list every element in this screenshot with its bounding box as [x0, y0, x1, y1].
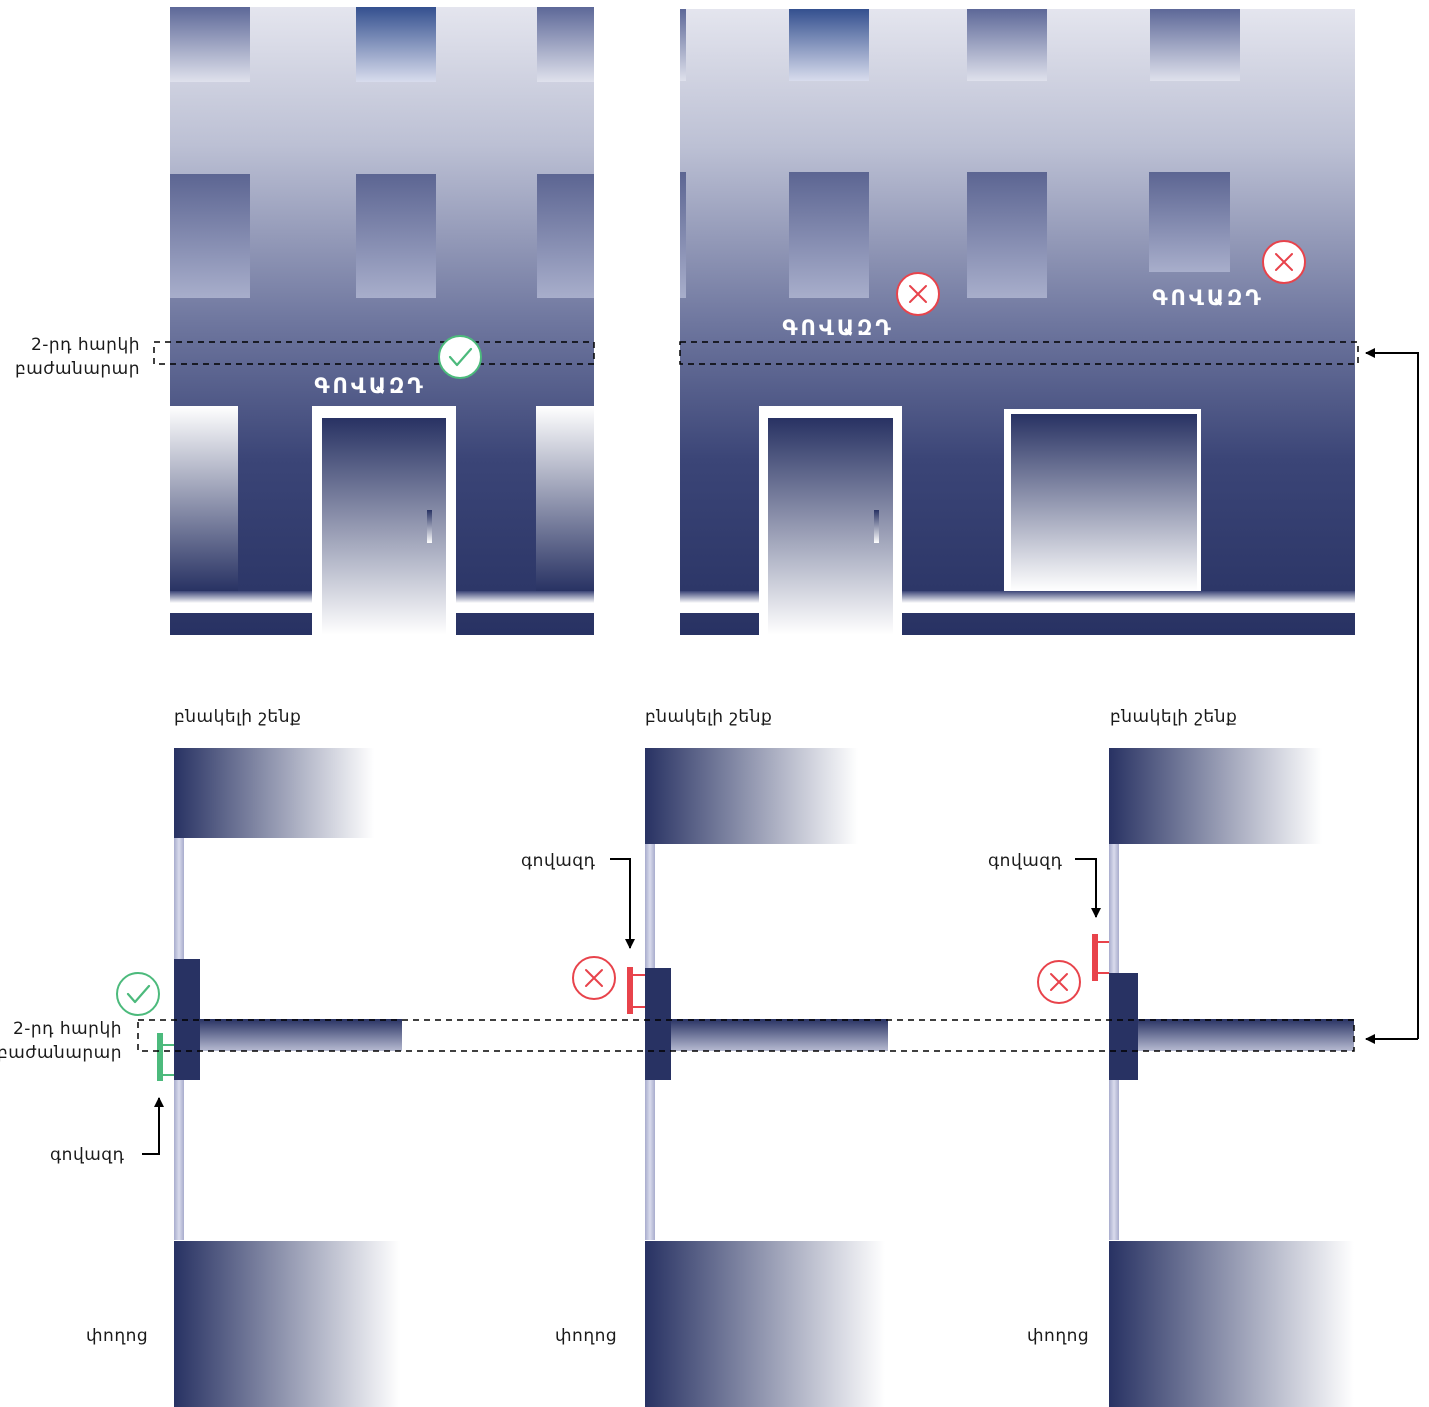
arrow-icon [1075, 858, 1101, 918]
window [537, 7, 594, 82]
ground-slab [174, 1241, 400, 1407]
floor-slab [671, 1019, 888, 1051]
street-label: փողոց [86, 1326, 148, 1346]
cross-icon [1262, 240, 1306, 284]
shop-window [170, 406, 238, 591]
shop-window [1011, 414, 1197, 591]
sign-bracket [157, 1033, 163, 1081]
door [322, 418, 446, 635]
ground-slab [645, 1241, 885, 1407]
plinth [456, 591, 594, 613]
floor-divider-label: 2-րդ հարկի [31, 335, 140, 355]
building-label: բնակելի շենք [645, 707, 772, 727]
plinth [902, 591, 1355, 613]
sign-bracket [163, 1044, 174, 1076]
window [967, 172, 1047, 298]
arrow-icon [610, 858, 635, 949]
section-1: բնակելի շենք գովազդ փողոց [50, 707, 402, 1407]
section-2: բնակելի շենք գովազդ փողոց [521, 707, 888, 1407]
building-label: բնակելի շենք [174, 707, 301, 727]
cross-icon [896, 272, 940, 316]
window [1150, 9, 1240, 81]
window [170, 7, 250, 82]
window [789, 172, 869, 298]
floor-divider-label: 2-րդ հարկի [13, 1019, 122, 1039]
check-icon [116, 972, 160, 1016]
left-facade: ԳՈՎԱԶԴ 2-րդ հարկի բաժանարար [15, 7, 595, 635]
window [170, 174, 250, 298]
door-handle [874, 510, 879, 543]
sign-label: գովազդ [988, 851, 1063, 871]
plinth [170, 591, 312, 613]
sign-bracket [1092, 934, 1098, 981]
sign-text: ԳՈՎԱԶԴ [314, 374, 426, 398]
floor-divider-zone [137, 1019, 1355, 1052]
upper-slab [1109, 748, 1322, 844]
connector-arrow [1365, 348, 1419, 1044]
floor-divider-zone [679, 341, 1359, 365]
floor-divider-zone [153, 341, 595, 365]
sign-bracket [627, 967, 633, 1014]
cross-icon [1037, 960, 1081, 1004]
plinth [680, 591, 759, 613]
section-3: բնակելի շենք գովազդ փողոց [988, 707, 1354, 1407]
check-icon [438, 335, 482, 379]
street-label: փողոց [1027, 1326, 1089, 1346]
window [789, 9, 869, 81]
upper-slab [174, 748, 374, 838]
sign-text: ԳՈՎԱԶԴ [782, 316, 894, 340]
street-label: փողոց [555, 1326, 617, 1346]
sign-bracket [633, 974, 645, 1008]
floor-slab [1138, 1019, 1354, 1051]
sign-label: գովազդ [521, 851, 596, 871]
arrow-icon [142, 1097, 164, 1155]
wall-section [645, 968, 671, 1080]
building-label: բնակելի շենք [1110, 707, 1237, 727]
shop-window [536, 406, 594, 591]
sign-text: ԳՈՎԱԶԴ [1152, 286, 1264, 310]
floor-slab [200, 1019, 402, 1051]
door-handle [427, 510, 432, 543]
upper-slab [645, 748, 858, 844]
sign-bracket [1098, 941, 1109, 974]
door [768, 418, 893, 635]
window [967, 9, 1047, 81]
window [1149, 172, 1230, 272]
ground-slab [1109, 1241, 1354, 1407]
right-facade: ԳՈՎԱԶԴ ԳՈՎԱԶԴ [679, 9, 1359, 635]
window [680, 172, 686, 298]
window [680, 9, 686, 81]
wall-section [1109, 973, 1138, 1080]
window [356, 174, 436, 298]
sign-label: գովազդ [50, 1145, 125, 1165]
window [356, 7, 436, 82]
floor-divider-label: բաժանարար [15, 359, 140, 379]
floor-divider-label: բաժանարար [0, 1043, 122, 1063]
cross-icon [572, 956, 616, 1000]
window [537, 174, 594, 298]
